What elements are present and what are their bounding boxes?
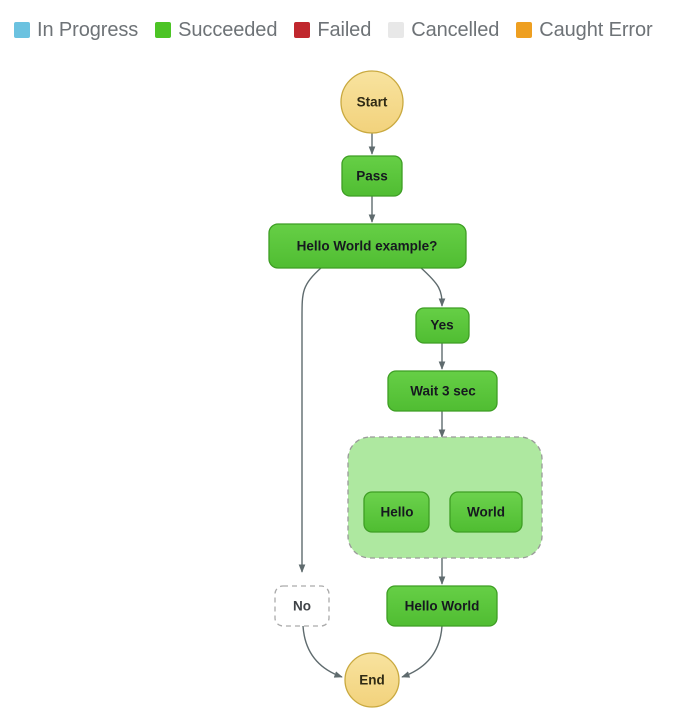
node-no-shape xyxy=(274,585,330,627)
node-choice-hello-world-example[interactable]: Hello World example? xyxy=(268,223,467,269)
node-pass-shape xyxy=(341,155,403,197)
node-hello-world-shape xyxy=(386,585,498,627)
legend-item-succeeded: Succeeded xyxy=(155,20,277,40)
edge-no-to-end xyxy=(302,625,343,678)
state-machine-graph: Start Pass Hello World example? Yes Wait… xyxy=(268,70,543,708)
node-hello-shape xyxy=(363,491,430,533)
legend-swatch-succeeded xyxy=(155,22,172,38)
node-choice-shape xyxy=(268,223,467,269)
node-end-shape xyxy=(344,652,400,708)
edge-choice-to-no xyxy=(298,266,323,573)
legend-swatch-in-progress xyxy=(14,22,30,38)
node-hello-world[interactable]: Hello World xyxy=(386,585,498,627)
node-start[interactable]: Start xyxy=(340,70,404,134)
node-no[interactable]: No xyxy=(274,585,330,627)
node-yes[interactable]: Yes xyxy=(415,307,470,344)
legend-swatch-cancelled xyxy=(388,22,405,38)
node-wait-3-sec[interactable]: Wait 3 sec xyxy=(387,370,498,412)
status-legend: In Progress Succeeded Failed Cancelled C… xyxy=(0,0,700,60)
legend-label-in-progress: In Progress xyxy=(37,19,139,41)
legend-item-caught-error: Caught Error xyxy=(516,19,653,41)
legend-label-succeeded: Succeeded xyxy=(178,19,278,41)
legend-label-failed: Failed xyxy=(317,19,372,41)
node-world-shape xyxy=(449,491,523,533)
node-pass[interactable]: Pass xyxy=(341,155,403,197)
legend-label-cancelled: Cancelled xyxy=(411,19,500,41)
legend-item-cancelled: Cancelled xyxy=(388,20,499,40)
node-yes-shape xyxy=(415,307,470,344)
node-hello[interactable]: Hello xyxy=(363,491,430,533)
legend-swatch-caught-error xyxy=(516,22,533,38)
node-world[interactable]: World xyxy=(449,491,523,533)
edge-hello-world-to-end xyxy=(401,625,443,678)
legend-label-caught-error: Caught Error xyxy=(539,19,653,41)
node-wait-shape xyxy=(387,370,498,412)
legend-swatch-failed xyxy=(294,22,311,38)
legend-item-failed: Failed xyxy=(294,20,371,40)
node-start-shape xyxy=(340,70,404,134)
edge-choice-to-yes xyxy=(419,266,446,307)
node-end[interactable]: End xyxy=(344,652,400,708)
legend-item-in-progress: In Progress xyxy=(14,20,138,40)
